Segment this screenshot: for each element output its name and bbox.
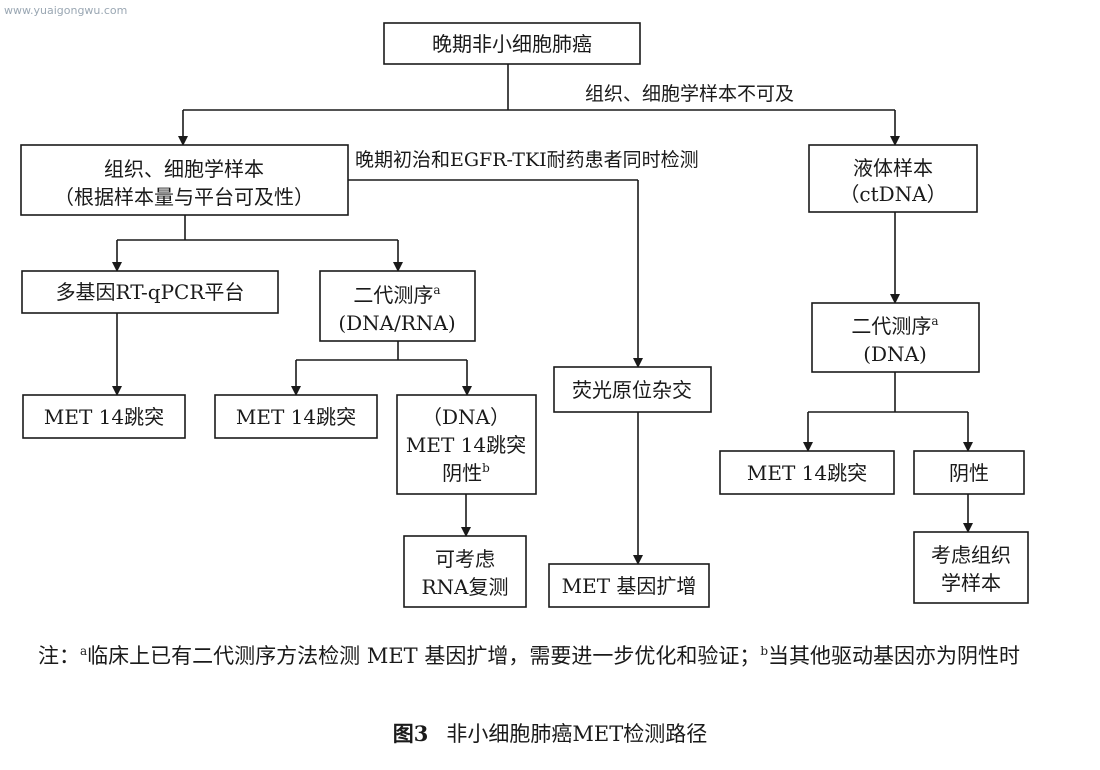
- node-fish-label: 荧光原位杂交: [572, 378, 692, 402]
- node-root-label: 晚期非小细胞肺癌: [432, 32, 592, 56]
- node-tissue-sample: 组织、细胞学样本 （根据样本量与平台可及性）: [20, 144, 349, 216]
- figure-caption: 图3 非小细胞肺癌MET检测路径: [0, 718, 1100, 748]
- edge-label-tissue-unavailable: 组织、细胞学样本不可及: [585, 83, 794, 105]
- node-met14-rtqpcr-label: MET 14跳突: [44, 405, 164, 429]
- superscript-b: b: [482, 461, 490, 475]
- node-rna-retest-line2: RNA复测: [421, 575, 508, 599]
- node-rna-retest-line1: 可考虑: [435, 547, 495, 571]
- footnote-a-marker: a: [80, 644, 88, 658]
- node-met14-rtqpcr: MET 14跳突: [22, 394, 186, 439]
- node-met14-liquid: MET 14跳突: [719, 450, 895, 495]
- node-met14-liquid-label: MET 14跳突: [747, 461, 867, 485]
- node-tissue-sample-line1: 组织、细胞学样本: [104, 157, 264, 181]
- superscript-a: a: [433, 283, 440, 297]
- footnote-b-marker: b: [760, 644, 769, 658]
- node-consider-tissue-line2: 学样本: [941, 571, 1001, 595]
- node-consider-tissue: 考虑组织 学样本: [913, 531, 1029, 604]
- node-rt-qpcr: 多基因RT-qPCR平台: [21, 270, 279, 314]
- node-dna-negative: （DNA） MET 14跳突 阴性b: [396, 394, 537, 495]
- node-fish: 荧光原位杂交: [553, 366, 712, 413]
- footnotes: 注：a临床上已有二代测序方法检测 MET 基因扩增，需要进一步优化和验证；b当其…: [38, 632, 1058, 675]
- superscript-a: a: [931, 314, 938, 328]
- node-rna-retest: 可考虑 RNA复测: [403, 535, 527, 608]
- node-tissue-sample-line2: （根据样本量与平台可及性）: [54, 185, 314, 209]
- node-liquid-sample-line1: 液体样本: [853, 156, 933, 180]
- footnote-a-text: 临床上已有二代测序方法检测 MET 基因扩增，需要进一步优化和验证；: [87, 644, 761, 668]
- node-dna-negative-line2: MET 14跳突: [406, 433, 526, 457]
- edge-label-simultaneous-testing: 晚期初治和EGFR-TKI耐药患者同时检测: [355, 149, 699, 171]
- flowchart: www.yuaigongwu.com: [4, 4, 1029, 608]
- node-rt-qpcr-label: 多基因RT-qPCR平台: [56, 280, 245, 304]
- footnote-prefix: 注：: [38, 644, 80, 668]
- node-met-amplification-label: MET 基因扩增: [562, 574, 697, 598]
- footnote-b-text: 当其他驱动基因亦为阴性时: [768, 644, 1021, 668]
- node-dna-negative-line3: 阴性b: [442, 461, 490, 485]
- figure-number: 图3: [392, 721, 429, 746]
- node-met14-ngs-label: MET 14跳突: [236, 405, 356, 429]
- node-met-amplification: MET 基因扩增: [548, 563, 710, 608]
- node-root: 晚期非小细胞肺癌: [383, 22, 641, 65]
- node-consider-tissue-line1: 考虑组织: [931, 543, 1011, 567]
- node-dna-negative-line1: （DNA）: [422, 405, 510, 429]
- watermark-text: www.yuaigongwu.com: [4, 4, 127, 17]
- node-met14-ngs: MET 14跳突: [214, 394, 378, 439]
- node-liquid-sample: 液体样本 （ctDNA）: [808, 144, 978, 213]
- node-liquid-sample-line2: （ctDNA）: [839, 182, 946, 206]
- node-negative-label: 阴性: [949, 461, 989, 485]
- figure-title: 非小细胞肺癌MET检测路径: [446, 722, 708, 746]
- node-negative: 阴性: [913, 450, 1025, 495]
- node-ngs-dna-line2: (DNA): [863, 342, 927, 366]
- node-ngs-dna-line1: 二代测序a: [851, 314, 938, 338]
- node-ngs-dna-rna-line1: 二代测序a: [353, 283, 440, 307]
- node-ngs-dna: 二代测序a (DNA): [811, 302, 980, 373]
- node-ngs-dna-rna: 二代测序a (DNA/RNA): [319, 270, 476, 342]
- node-ngs-dna-rna-line2: (DNA/RNA): [338, 311, 455, 335]
- connectors: [112, 64, 973, 565]
